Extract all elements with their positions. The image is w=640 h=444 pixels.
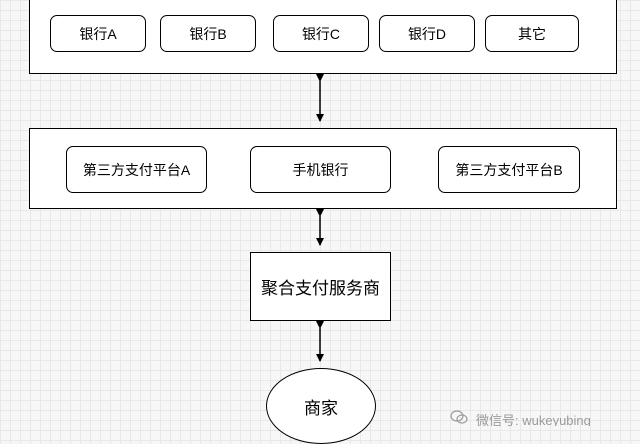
- other-node: 其它: [485, 15, 579, 52]
- third-party-platform-a-node: 第三方支付平台A: [66, 146, 207, 193]
- wechat-icon: [450, 410, 468, 424]
- third-party-platform-b-node: 第三方支付平台B: [438, 146, 580, 193]
- connectors: [316, 74, 324, 362]
- watermark-text: 微信号: wukeyubing: [476, 413, 591, 426]
- mobile-banking-node: 手机银行: [250, 146, 391, 193]
- watermark: 微信号: wukeyubing: [450, 410, 591, 426]
- bank-a-node: 银行A: [50, 15, 146, 52]
- bank-c-node: 银行C: [273, 15, 369, 52]
- bank-b-node: 银行B: [160, 15, 256, 52]
- bank-d-node: 银行D: [379, 15, 475, 52]
- aggregator-node: 聚合支付服务商: [250, 252, 391, 321]
